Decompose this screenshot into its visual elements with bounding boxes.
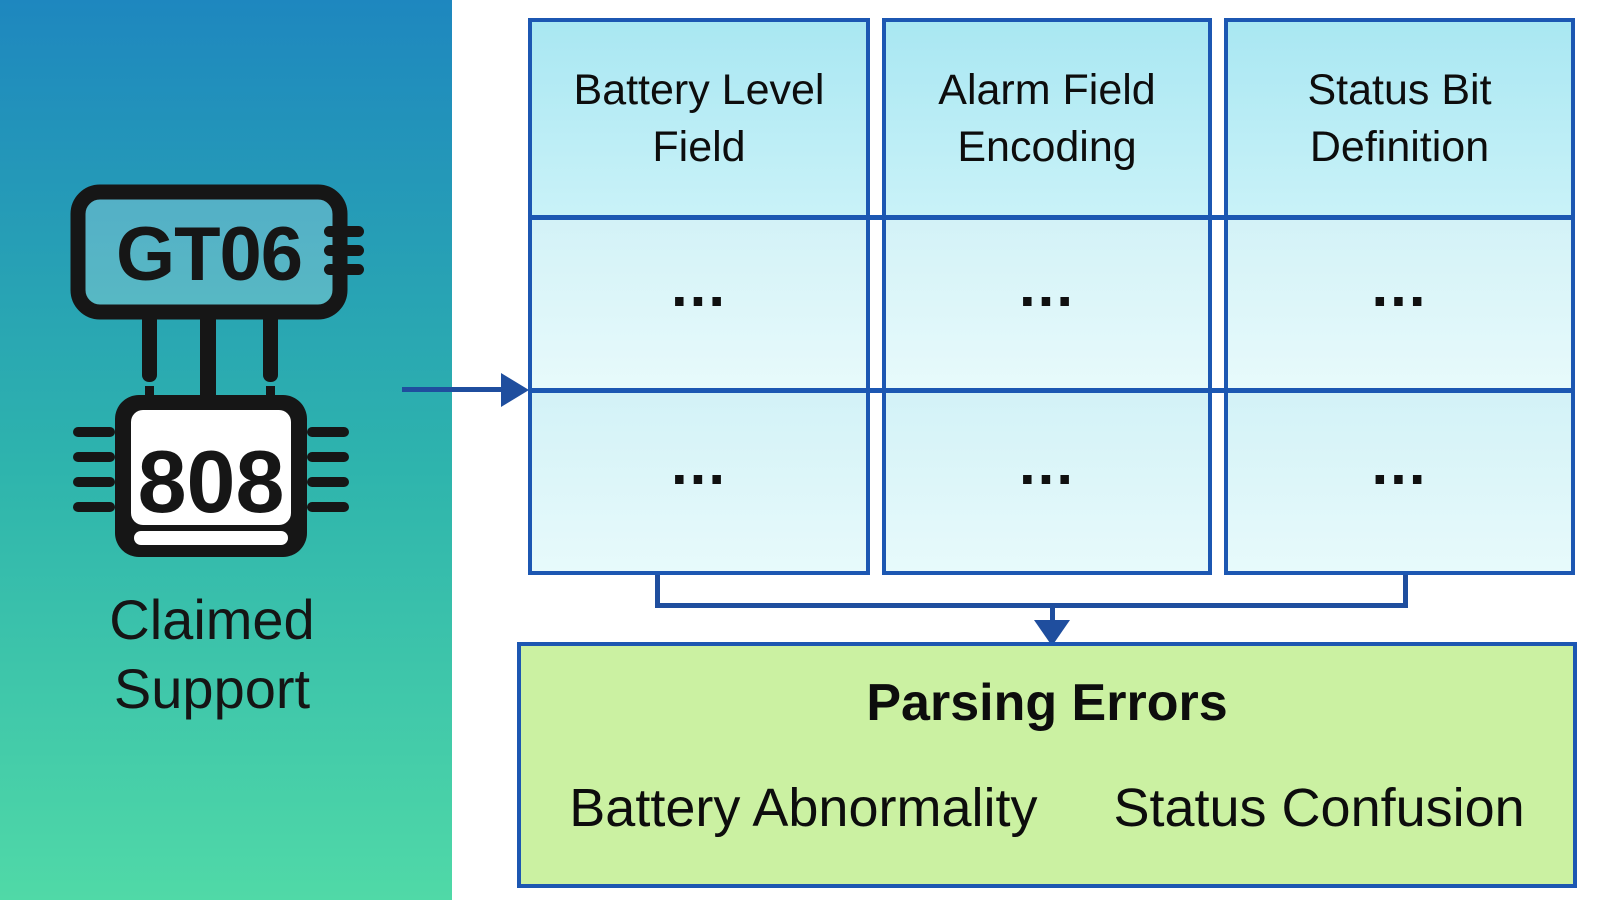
chip-808-label: 808 <box>138 432 285 531</box>
connector-right-drop-line <box>1403 575 1408 608</box>
column-battery-level-field: Battery Level Field ... ... <box>528 18 870 575</box>
gt06-808-tracker-chip-icon: GT06 808 <box>70 184 364 557</box>
column-header: Status Bit Definition <box>1228 22 1571 215</box>
row-divider <box>532 388 866 393</box>
error-item-status-confusion: Status Confusion <box>1113 778 1525 838</box>
ellipsis-placeholder: ... <box>670 251 727 319</box>
claimed-support-panel: GT06 808 Claimed Support <box>0 0 452 900</box>
caption-line-2: Support <box>113 657 311 720</box>
arrow-panel-to-table-line <box>402 387 502 392</box>
parsing-errors-title: Parsing Errors <box>866 674 1228 732</box>
parsing-errors-box: Parsing Errors Battery Abnormality Statu… <box>517 642 1577 888</box>
ellipsis-placeholder: ... <box>1018 429 1075 497</box>
column-header: Alarm Field Encoding <box>886 22 1208 215</box>
arrow-table-to-errors-head-icon <box>1034 620 1070 646</box>
caption-line-1: Claimed <box>109 588 315 651</box>
ellipsis-placeholder: ... <box>1371 429 1428 497</box>
gt06-label: GT06 <box>116 212 302 297</box>
connector-arrow-stem <box>1050 606 1055 622</box>
column-header: Battery Level Field <box>532 22 866 215</box>
row-divider <box>886 388 1208 393</box>
connector-left-drop-line <box>655 575 660 608</box>
table-cell: ... <box>886 220 1208 388</box>
row-divider <box>886 215 1208 220</box>
table-cell: ... <box>532 393 866 571</box>
ellipsis-placeholder: ... <box>670 429 727 497</box>
row-divider <box>532 215 866 220</box>
table-columns: Battery Level Field ... ... Alarm Field … <box>528 18 1575 575</box>
table-cell: ... <box>1228 220 1571 388</box>
row-divider <box>1228 215 1571 220</box>
arrow-panel-to-table-head-icon <box>501 373 529 407</box>
connector-horizontal-line <box>655 603 1408 608</box>
column-alarm-field-encoding: Alarm Field Encoding ... ... <box>882 18 1212 575</box>
error-item-battery-abnormality: Battery Abnormality <box>569 778 1038 838</box>
row-divider <box>1228 388 1571 393</box>
claimed-support-caption: Claimed Support <box>0 585 424 723</box>
parsing-errors-items: Battery Abnormality Status Confusion <box>521 779 1573 837</box>
table-cell: ... <box>532 220 866 388</box>
table-cell: ... <box>886 393 1208 571</box>
ellipsis-placeholder: ... <box>1371 251 1428 319</box>
protocol-fields-table: Battery Level Field ... ... Alarm Field … <box>528 18 1575 575</box>
table-cell: ... <box>1228 393 1571 571</box>
column-status-bit-definition: Status Bit Definition ... ... <box>1224 18 1575 575</box>
ellipsis-placeholder: ... <box>1018 251 1075 319</box>
